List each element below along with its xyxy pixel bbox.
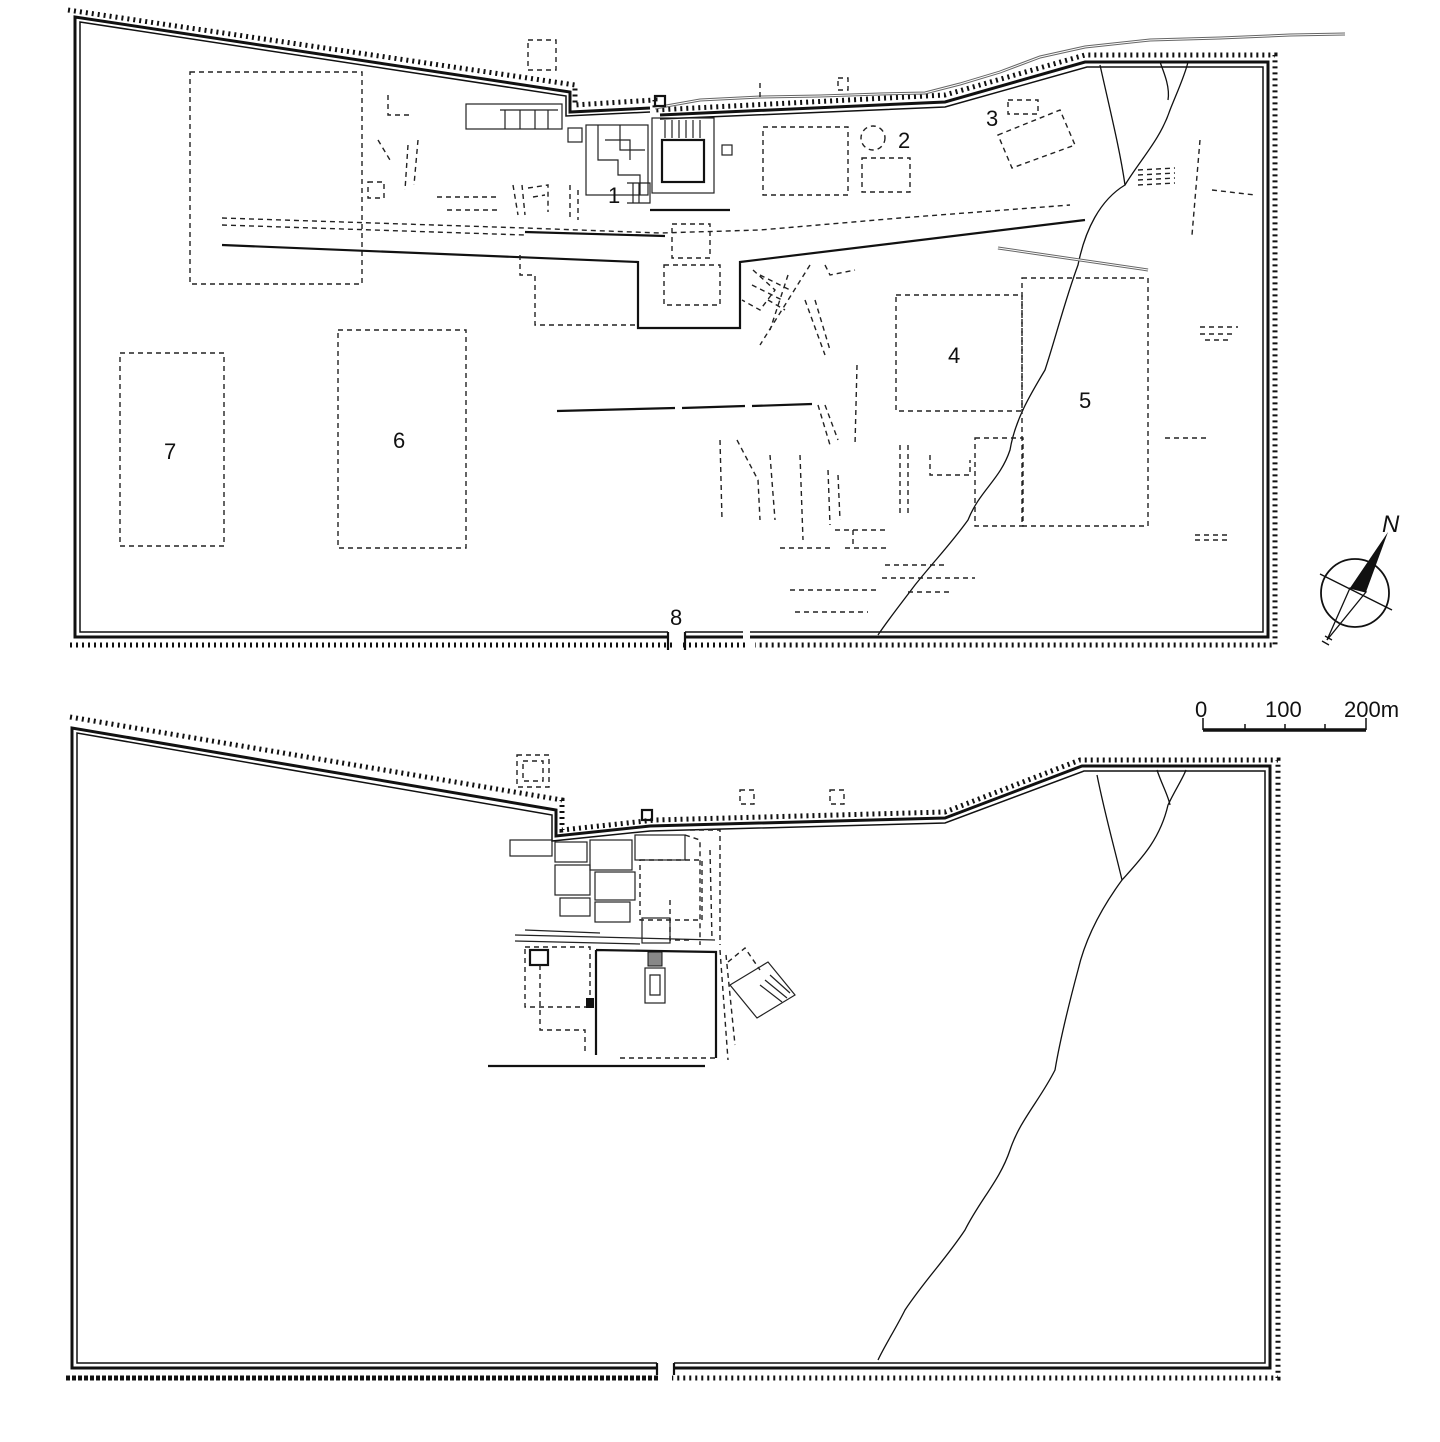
bottom-palace-complex (488, 829, 796, 1068)
structure-south-gate (671, 223, 711, 259)
label-3: 3 (986, 106, 998, 131)
top-roads (221, 204, 1149, 413)
label-4: 4 (948, 343, 960, 368)
label-7: 7 (164, 439, 176, 464)
top-palace-complex (465, 103, 733, 212)
scale-bar: 0 100 200m (1195, 697, 1399, 732)
compound-5 (1021, 277, 1149, 527)
bottom-plan (65, 714, 1281, 1381)
top-fragments (367, 77, 1256, 613)
label-8: 8 (670, 605, 682, 630)
north-label: N (1382, 511, 1400, 538)
scale-tick-100: 100 (1265, 697, 1302, 722)
compound-7 (119, 352, 225, 547)
top-enclosure-wall (67, 7, 1278, 650)
bottom-tower-3 (829, 789, 845, 805)
top-plan: 1 2 3 4 5 6 7 8 (67, 7, 1346, 650)
compound-near-river (974, 437, 1024, 527)
bottom-enclosure-wall (65, 714, 1281, 1381)
structure-grid-south (663, 264, 721, 306)
top-river (877, 61, 1189, 636)
north-arrow-icon: N (1319, 511, 1400, 646)
bottom-gate-tower (640, 808, 654, 822)
compound-2 (861, 157, 911, 193)
tower-north (527, 39, 557, 71)
label-1: 1 (608, 183, 620, 208)
label-2: 2 (898, 128, 910, 153)
structure-3-grid (1007, 99, 1039, 115)
round-structure-2 (860, 125, 886, 151)
scale-tick-0: 0 (1195, 697, 1207, 722)
gate-tower-north (653, 94, 667, 108)
compound-north-center (762, 126, 849, 196)
scale-tick-200m: 200m (1344, 697, 1399, 722)
compound-4 (895, 294, 1023, 412)
bottom-tower-2 (739, 789, 755, 805)
compound-nw (189, 71, 363, 285)
label-5: 5 (1079, 388, 1091, 413)
top-compounds (119, 39, 1149, 549)
compound-6 (337, 329, 467, 549)
bottom-tower-north (516, 754, 550, 788)
top-canal (654, 32, 1346, 110)
bottom-river (877, 769, 1187, 1361)
compound-3 (997, 109, 1076, 169)
label-6: 6 (393, 428, 405, 453)
